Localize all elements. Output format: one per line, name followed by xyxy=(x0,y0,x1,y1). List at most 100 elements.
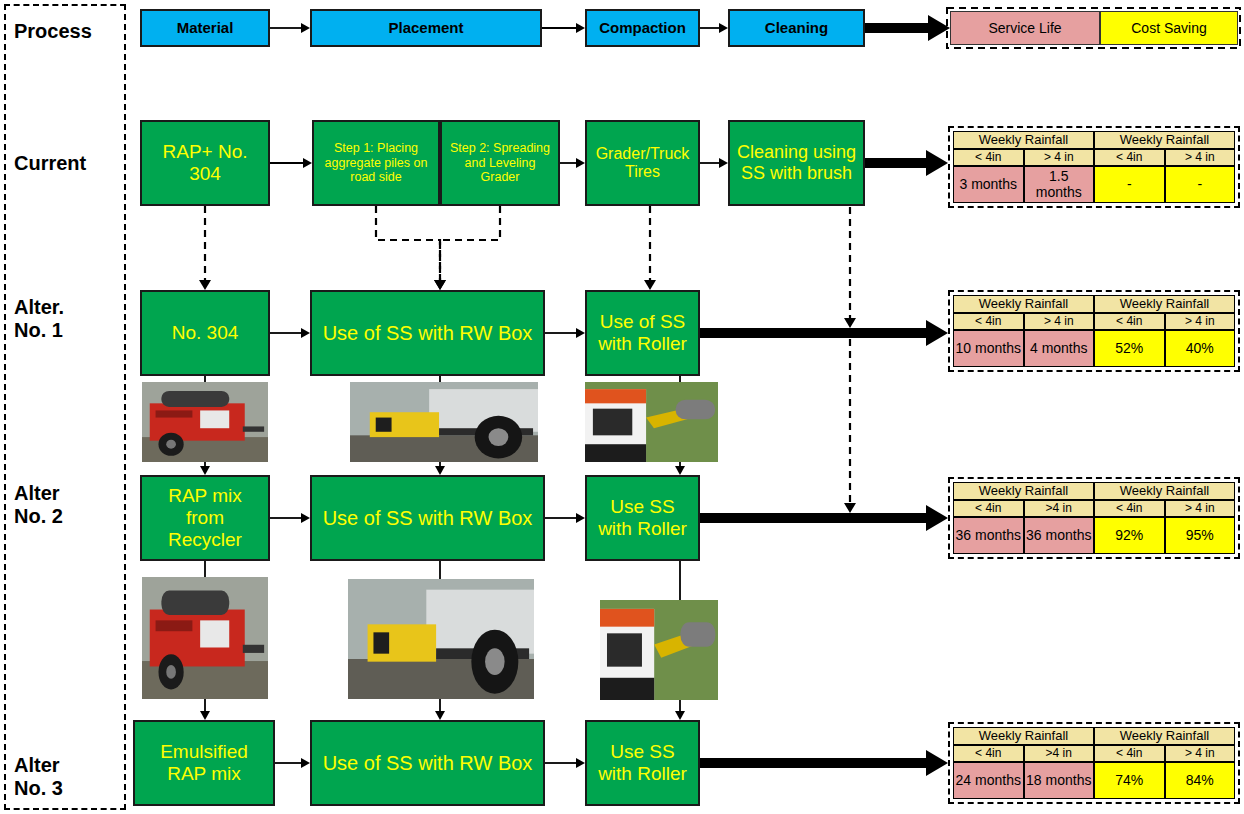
flow-arrow xyxy=(700,162,719,164)
box-label: Use SS with Roller xyxy=(592,741,693,785)
process-box: RAP+ No. 304 xyxy=(140,120,270,206)
result-arrow xyxy=(865,23,928,33)
box-label: No. 304 xyxy=(172,322,239,344)
table-cell: < 4in xyxy=(1094,149,1165,166)
flow-arrow xyxy=(700,27,719,29)
result-table: Weekly RainfallWeekly Rainfall< 4in> 4 i… xyxy=(948,126,1240,208)
process-box: Step 2: Spreading and Leveling Grader xyxy=(440,120,560,206)
table-cell: 10 months xyxy=(953,330,1024,367)
box-label: Use of SS with RW Box xyxy=(323,322,533,345)
table-cell: < 4in xyxy=(1094,313,1165,330)
process-box: Use SS with Roller xyxy=(585,720,700,806)
recycler-photo xyxy=(142,382,268,462)
rw-box-photo xyxy=(350,382,538,462)
process-box: RAP mix from Recycler xyxy=(140,475,270,561)
table-cell: Weekly Rainfall xyxy=(953,727,1094,745)
table-cell: Weekly Rainfall xyxy=(953,295,1094,313)
table-cell: < 4in xyxy=(953,149,1024,166)
table-cell: 84% xyxy=(1165,762,1236,799)
flow-arrow xyxy=(270,162,303,164)
row-header-column: ProcessCurrentAlter. No. 1Alter No. 2Alt… xyxy=(4,4,126,810)
flow-arrow xyxy=(545,517,576,519)
process-header: Compaction xyxy=(585,9,700,47)
result-table: Weekly RainfallWeekly Rainfall< 4in>4 in… xyxy=(948,722,1240,804)
box-label: Step 2: Spreading and Leveling Grader xyxy=(447,141,553,184)
box-label: Use of SS with RW Box xyxy=(323,752,533,775)
flow-arrow xyxy=(649,206,651,280)
table-cell: > 4 in xyxy=(1165,745,1236,762)
process-header: Cleaning xyxy=(728,9,865,47)
row-label: Alter No. 2 xyxy=(14,482,95,528)
flow-arrow xyxy=(275,762,301,764)
rw-box-photo xyxy=(348,579,534,699)
process-box: Emulsified RAP mix xyxy=(133,720,275,806)
box-label: Placement xyxy=(388,19,463,36)
box-label: Cost Saving xyxy=(1131,20,1206,36)
table-cell: Weekly Rainfall xyxy=(1094,131,1235,149)
table-cell: 95% xyxy=(1165,517,1236,554)
flow-arrow xyxy=(542,27,576,29)
box-label: Step 1: Placing aggregate piles on road … xyxy=(319,141,433,184)
table-cell: < 4in xyxy=(953,313,1024,330)
flow-arrow xyxy=(270,517,301,519)
process-box: Step 1: Placing aggregate piles on road … xyxy=(312,120,440,206)
flow-arrow xyxy=(376,206,440,280)
flow-arrow xyxy=(560,162,576,164)
flow-arrow xyxy=(440,206,500,280)
roller-photo xyxy=(600,600,718,700)
box-label: Emulsified RAP mix xyxy=(140,741,268,785)
result-arrow xyxy=(700,328,926,338)
header-dashed-frame xyxy=(947,8,1240,48)
table-cell: 40% xyxy=(1165,330,1236,367)
flow-arrow xyxy=(545,762,576,764)
table-cell: 1.5 months xyxy=(1024,166,1095,203)
row-label: Current xyxy=(14,152,95,175)
flow-arrow xyxy=(204,206,206,280)
result-header: Cost Saving xyxy=(1100,11,1238,45)
table-cell: < 4in xyxy=(953,745,1024,762)
table-cell: 52% xyxy=(1094,330,1165,367)
flow-arrow xyxy=(545,332,576,334)
recycler-photo xyxy=(142,577,268,699)
box-label: Cleaning xyxy=(765,19,828,36)
process-header: Placement xyxy=(310,9,542,47)
table-cell: > 4 in xyxy=(1165,149,1236,166)
table-cell: < 4in xyxy=(953,500,1024,517)
result-header: Service Life xyxy=(950,11,1100,45)
process-box: Grader/Truck Tires xyxy=(585,120,700,206)
table-cell: > 4 in xyxy=(1165,500,1236,517)
table-cell: 36 months xyxy=(953,517,1024,554)
table-cell: 36 months xyxy=(1024,517,1095,554)
process-box: Use of SS with RW Box xyxy=(310,290,545,376)
result-arrow xyxy=(700,758,926,768)
table-cell: 92% xyxy=(1094,517,1165,554)
box-label: Use of SS with Roller xyxy=(592,311,693,355)
process-header: Material xyxy=(140,9,270,47)
table-cell: < 4in xyxy=(1094,745,1165,762)
row-label: Process xyxy=(14,20,95,43)
table-cell: Weekly Rainfall xyxy=(953,482,1094,500)
table-cell: Weekly Rainfall xyxy=(953,131,1094,149)
box-label: Service Life xyxy=(988,20,1061,36)
table-cell: 74% xyxy=(1094,762,1165,799)
table-cell: >4 in xyxy=(1024,745,1095,762)
table-cell: 24 months xyxy=(953,762,1024,799)
table-cell: > 4 in xyxy=(1024,313,1095,330)
box-label: Material xyxy=(177,19,234,36)
table-cell: > 4 in xyxy=(1165,313,1236,330)
table-cell: < 4in xyxy=(1094,500,1165,517)
connector-group xyxy=(205,28,928,763)
box-label: Compaction xyxy=(599,19,686,36)
box-label: Use of SS with RW Box xyxy=(323,507,533,530)
box-label: RAP mix from Recycler xyxy=(147,485,263,551)
result-table: Weekly RainfallWeekly Rainfall< 4in>4 in… xyxy=(948,477,1240,559)
table-cell: Weekly Rainfall xyxy=(1094,482,1235,500)
box-label: Grader/Truck Tires xyxy=(592,145,693,182)
table-cell: - xyxy=(1094,166,1165,203)
box-label: Cleaning using SS with brush xyxy=(735,142,858,183)
table-cell: - xyxy=(1165,166,1236,203)
box-label: RAP+ No. 304 xyxy=(147,141,263,185)
process-box: Cleaning using SS with brush xyxy=(728,120,865,206)
process-box: Use of SS with RW Box xyxy=(310,475,545,561)
table-cell: >4 in xyxy=(1024,500,1095,517)
